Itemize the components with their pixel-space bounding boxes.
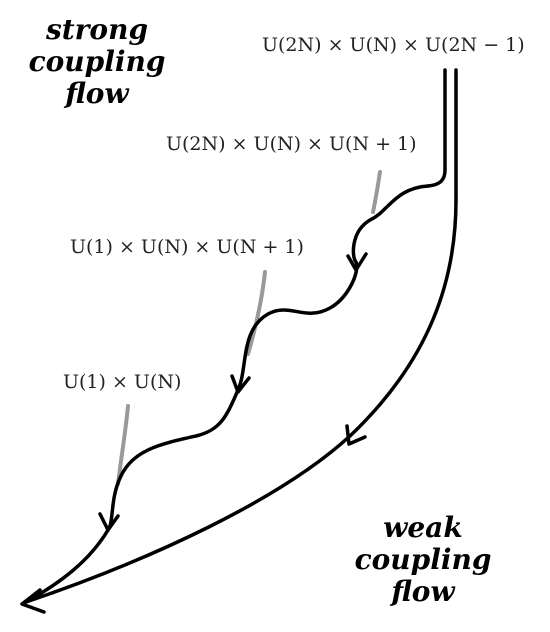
strong-title-line-1: strong — [45, 13, 149, 46]
weak-coupling-flow-title: weak coupling flow — [348, 512, 498, 608]
weak-title-line-1: weak — [383, 511, 463, 544]
branch-line-2 — [246, 270, 267, 356]
gauge-group-label-4: U(1) × U(N) — [63, 371, 182, 393]
arrowhead-4 — [345, 424, 367, 446]
gauge-group-label-2: U(2N) × U(N) × U(N + 1) — [166, 133, 417, 155]
strong-flow-curve — [24, 184, 430, 604]
arrowhead-end — [20, 588, 46, 614]
double-line-left — [426, 68, 447, 188]
weak-title-line-3: flow — [391, 575, 455, 608]
strong-title-line-3: flow — [65, 77, 129, 110]
branch-line-3 — [116, 404, 130, 486]
strong-title-line-2: coupling — [28, 45, 166, 78]
strong-coupling-flow-title: strong coupling flow — [22, 14, 172, 110]
weak-flow-curve — [24, 198, 458, 604]
branch-line-1 — [371, 170, 382, 214]
gauge-group-label-3: U(1) × U(N) × U(N + 1) — [70, 236, 304, 258]
arrowhead-1 — [346, 252, 368, 272]
arrowhead-2 — [230, 374, 251, 394]
weak-title-line-2: coupling — [354, 543, 492, 576]
gauge-group-label-1: U(2N) × U(N) × U(2N − 1) — [262, 34, 525, 56]
arrowhead-3 — [98, 512, 120, 532]
